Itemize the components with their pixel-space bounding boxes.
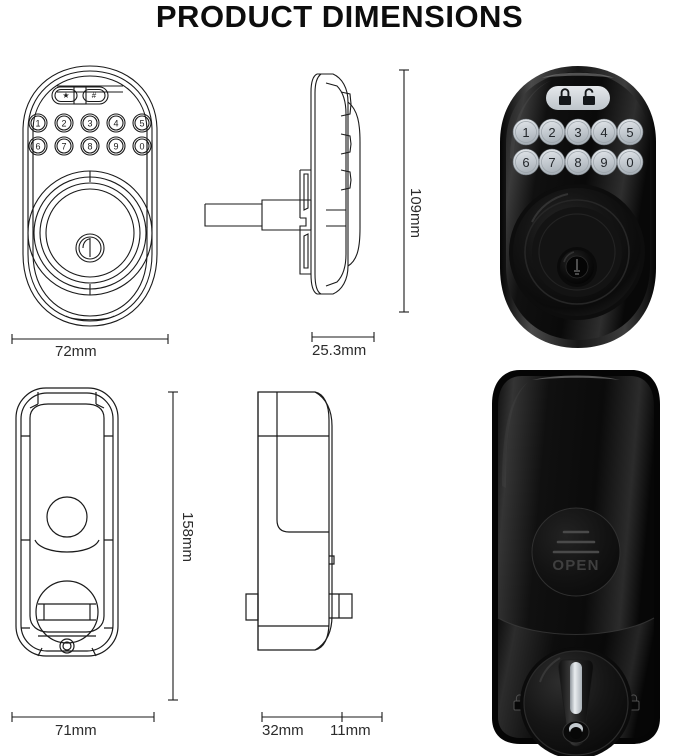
cylinder-rings: [27, 170, 153, 296]
svg-text:8: 8: [574, 155, 581, 170]
svg-text:1: 1: [35, 119, 40, 129]
indicator-pill: [546, 86, 610, 110]
battery-cover-label: OPEN: [552, 557, 599, 574]
cover-ridge-lines: [552, 530, 600, 554]
svg-text:5: 5: [626, 125, 633, 140]
svg-text:6: 6: [522, 155, 529, 170]
svg-text:1: 1: [522, 125, 529, 140]
svg-text:2: 2: [61, 119, 66, 129]
dimension-label-side-height: 109mm: [407, 188, 424, 239]
dimension-label-profile-plate: 11mm: [330, 722, 371, 739]
dimension-label-front-width: 72mm: [55, 343, 97, 360]
svg-text:0: 0: [626, 155, 633, 170]
side-view-line-drawing: [200, 58, 400, 348]
svg-text:0: 0: [139, 142, 144, 152]
svg-text:9: 9: [600, 155, 607, 170]
dimension-line-side-height: [396, 66, 412, 316]
svg-text:5: 5: [139, 119, 144, 129]
svg-text:7: 7: [61, 142, 66, 152]
front-product-photo: 1 2 3 4 5 6 7 8 9: [480, 62, 676, 352]
front-view-line-drawing: ★ # 1 2 3 4 5: [0, 58, 200, 348]
svg-text:2: 2: [548, 125, 555, 140]
star-key-glyph: ★: [62, 91, 69, 100]
rear-view-line-drawing: [8, 380, 178, 700]
dimension-label-rear-height: 158mm: [179, 512, 196, 563]
svg-text:3: 3: [87, 119, 92, 129]
dimension-label-rear-width: 71mm: [55, 722, 97, 739]
svg-text:9: 9: [113, 142, 118, 152]
keypad-row-top: 1 2 3 4 5: [512, 118, 644, 146]
page-title: PRODUCT DIMENSIONS: [155, 0, 524, 34]
dimension-label-profile-body: 32mm: [262, 722, 304, 739]
svg-text:6: 6: [35, 142, 40, 152]
battery-cover[interactable]: OPEN: [531, 507, 621, 597]
dimension-line-rear-height: [165, 388, 181, 704]
svg-text:7: 7: [548, 155, 555, 170]
lock-closed-icon: [559, 88, 571, 105]
keypad-row-bottom: 6 7 8 9 0: [512, 148, 644, 176]
svg-text:4: 4: [113, 119, 118, 129]
dimension-line-front-width: [8, 332, 178, 346]
lock-open-icon: [583, 88, 595, 105]
side-profile-line-drawing: [240, 380, 400, 700]
hash-key-glyph: #: [92, 91, 97, 100]
dimension-line-side-depth: [308, 330, 408, 344]
svg-text:8: 8: [87, 142, 92, 152]
function-key-pill: [51, 86, 109, 105]
keypad-row-bottom: 6 7 8 9 0: [28, 136, 152, 156]
cylinder-assembly: [509, 184, 645, 320]
svg-text:3: 3: [574, 125, 581, 140]
rear-product-photo: OPEN: [478, 366, 674, 756]
keypad-row-top: 1 2 3 4 5: [28, 113, 152, 133]
bottom-port: [562, 720, 590, 744]
dimension-label-side-depth: 25.3mm: [312, 342, 367, 359]
dimension-line-profile: [258, 710, 398, 724]
dimension-line-rear-width: [8, 710, 168, 724]
svg-text:4: 4: [600, 125, 607, 140]
